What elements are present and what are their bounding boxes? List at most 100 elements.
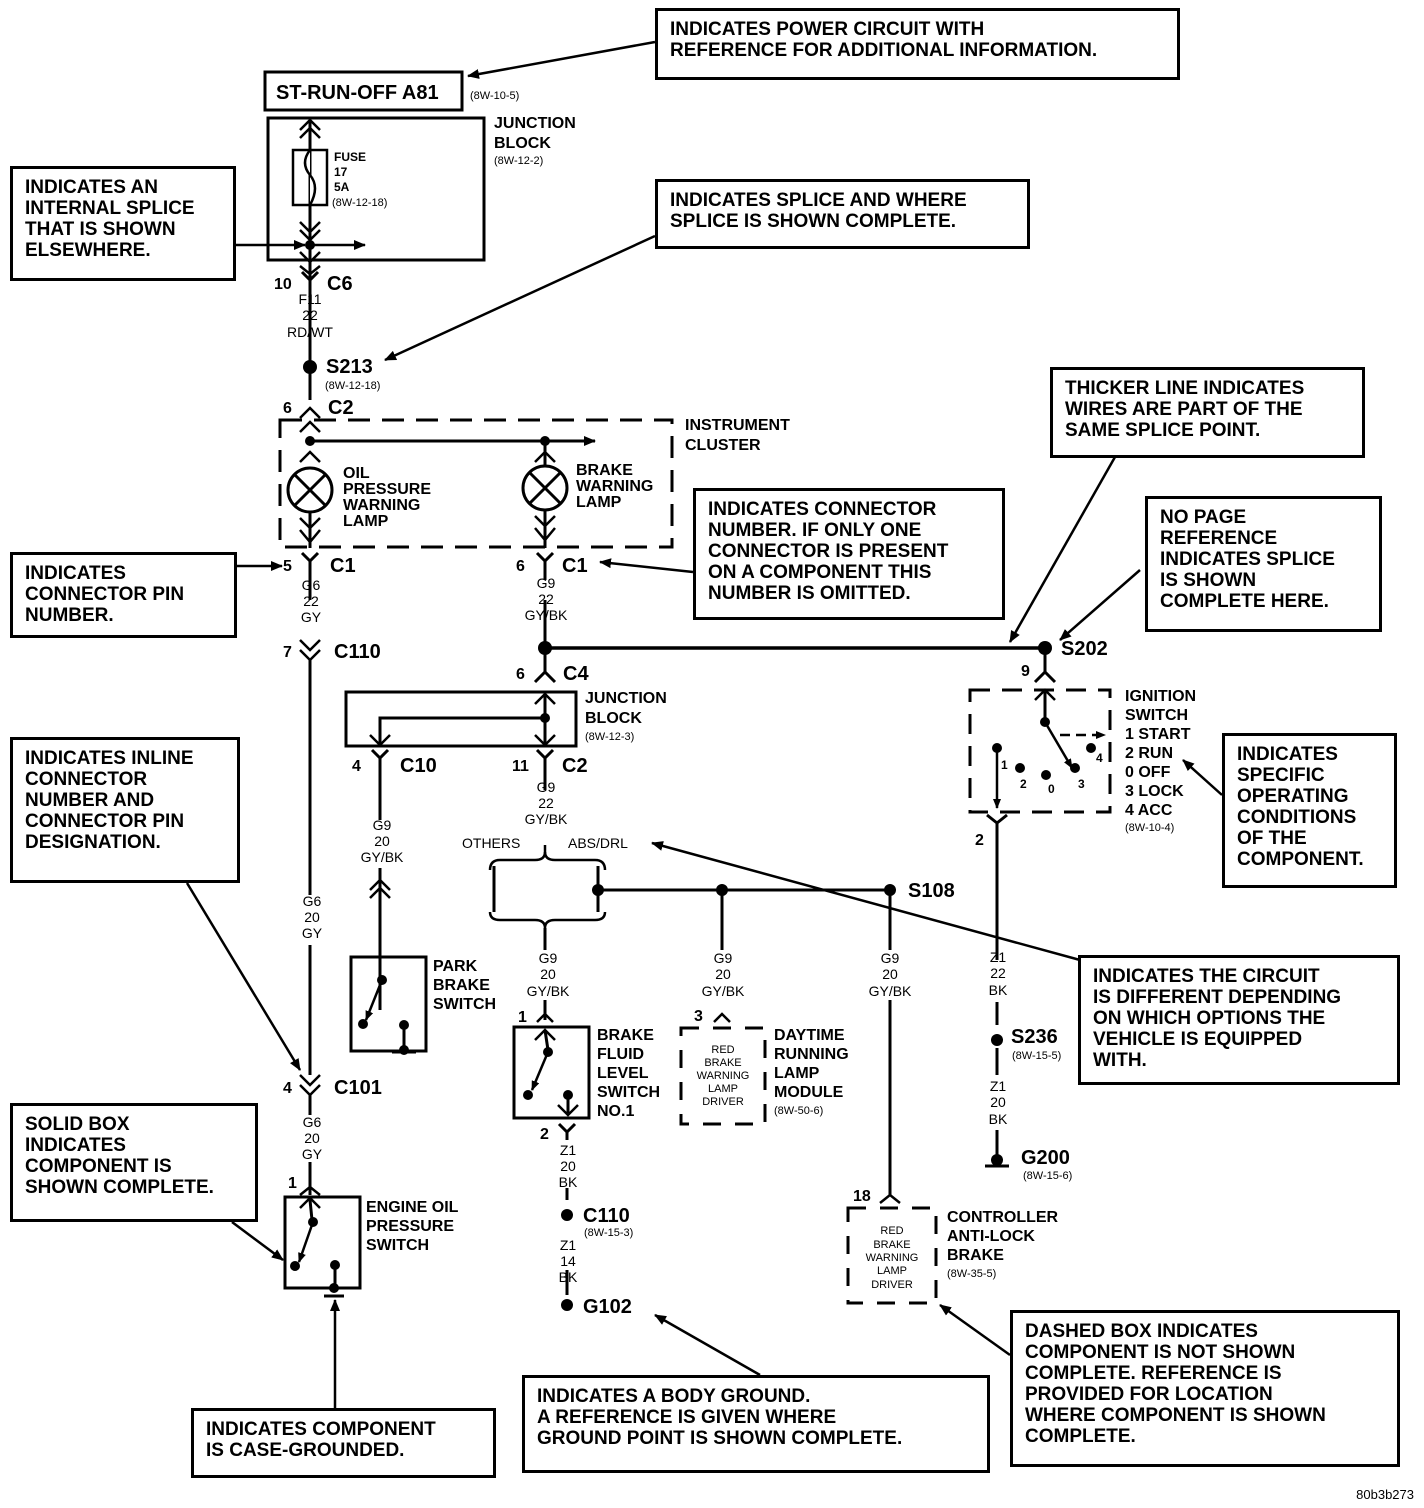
fuse-ref: (8W-12-18) bbox=[332, 197, 387, 209]
abs-l1: CONTROLLER bbox=[947, 1209, 1059, 1226]
drl-ref: (8W-50-6) bbox=[774, 1105, 823, 1117]
ground-g102-label: G102 bbox=[583, 1296, 632, 1318]
splice-s236-dot bbox=[991, 1034, 1003, 1046]
ignition-position-3: 0 OFF bbox=[1125, 764, 1171, 781]
wire-z1-20-left-color: BK bbox=[559, 1174, 578, 1190]
drl-inner-1: RED bbox=[711, 1044, 734, 1056]
conn-c6-name: C6 bbox=[327, 273, 353, 295]
engine-oil-switch-l3: SWITCH bbox=[366, 1237, 429, 1254]
drl-inner-2: BRAKE bbox=[704, 1057, 741, 1069]
junction-block-mid-label1: JUNCTION bbox=[585, 690, 667, 707]
abs-ref: (8W-35-5) bbox=[947, 1268, 996, 1280]
junction-block-top-box bbox=[266, 116, 486, 262]
wire-g9-22b-gauge: 22 bbox=[538, 795, 554, 811]
conn-c2-mid-pin: 11 bbox=[512, 758, 529, 775]
engine-oil-switch-l1: ENGINE OIL bbox=[366, 1199, 459, 1216]
drl-l1: DAYTIME bbox=[774, 1027, 845, 1044]
abs-inner-2: BRAKE bbox=[873, 1239, 910, 1251]
drl-pin: 3 bbox=[694, 1008, 703, 1025]
instrument-cluster-label1: INSTRUMENT bbox=[685, 417, 790, 434]
wire-z1-14-gauge: 14 bbox=[560, 1253, 576, 1269]
oil-lamp-l3: WARNING bbox=[343, 497, 420, 514]
callout-dashed-box: DASHED BOX INDICATES COMPONENT IS NOT SH… bbox=[1010, 1310, 1400, 1467]
wire-g6-20-low-circuit: G6 bbox=[303, 1114, 322, 1130]
park-brake-l3: SWITCH bbox=[433, 996, 496, 1013]
splice-s236-ref: (8W-15-5) bbox=[1012, 1050, 1061, 1062]
brake-lamp-l2: WARNING bbox=[576, 478, 653, 495]
junction-block-top-label1: JUNCTION bbox=[494, 115, 576, 132]
drl-l4: MODULE bbox=[774, 1084, 844, 1101]
ignition-position-4: 3 LOCK bbox=[1125, 783, 1184, 800]
ground-g200-ref: (8W-15-6) bbox=[1023, 1170, 1072, 1182]
wire-z1-20-right-color: BK bbox=[989, 1111, 1008, 1127]
ignition-title1: IGNITION bbox=[1125, 688, 1196, 705]
conn-c10-name: C10 bbox=[400, 755, 437, 777]
conn-c101-pin: 4 bbox=[283, 1080, 292, 1097]
conn-c110-low-ref: (8W-15-3) bbox=[584, 1227, 633, 1239]
brake-fluid-switch-box bbox=[512, 1025, 591, 1120]
park-brake-l1: PARK bbox=[433, 958, 478, 975]
splice-s236-label: S236 bbox=[1011, 1026, 1058, 1048]
wire-f11-color: RD/WT bbox=[287, 324, 333, 340]
drl-l3: LAMP bbox=[774, 1065, 820, 1082]
wire-g9-20-park-color: GY/BK bbox=[361, 849, 404, 865]
brake-fluid-l5: NO.1 bbox=[597, 1103, 634, 1120]
abs-inner-4: LAMP bbox=[877, 1265, 907, 1277]
ignition-dot-0: 0 bbox=[1048, 782, 1055, 796]
wire-g9-20-c-circuit: G9 bbox=[881, 950, 900, 966]
splice-s213-ref: (8W-12-18) bbox=[325, 380, 380, 392]
abs-inner-3: WARNING bbox=[866, 1252, 919, 1264]
wire-g6-22-gauge: 22 bbox=[303, 593, 319, 609]
wire-g9-22a-color: GY/BK bbox=[525, 607, 568, 623]
power-source-box bbox=[263, 70, 464, 112]
wire-g6-22-circuit: G6 bbox=[302, 577, 321, 593]
wire-g6-20-mid-gauge: 20 bbox=[304, 909, 320, 925]
ignition-ref: (8W-10-4) bbox=[1125, 822, 1174, 834]
callout-inline-connector: INDICATES INLINE CONNECTOR NUMBER AND CO… bbox=[10, 737, 240, 883]
callout-splice-complete: INDICATES SPLICE AND WHERE SPLICE IS SHO… bbox=[655, 179, 1030, 249]
conn-c2-top-pin: 6 bbox=[283, 400, 292, 417]
wire-f11-gauge: 22 bbox=[302, 307, 318, 323]
diagram-id: 80b3b273 bbox=[1356, 1487, 1414, 1502]
conn-c4-name: C4 bbox=[563, 663, 589, 685]
callout-circuit-options: INDICATES THE CIRCUIT IS DIFFERENT DEPEN… bbox=[1078, 955, 1400, 1085]
wire-g6-20-low-gauge: 20 bbox=[304, 1130, 320, 1146]
drl-module-box bbox=[679, 1026, 767, 1126]
drl-inner-4: LAMP bbox=[708, 1083, 738, 1095]
wire-z1-14-color: BK bbox=[559, 1269, 578, 1285]
conn-c110-low-label: C110 bbox=[583, 1205, 630, 1227]
brake-fluid-l1: BRAKE bbox=[597, 1027, 654, 1044]
conn-c6-pin: 10 bbox=[274, 276, 292, 293]
wire-z1-22-circuit: Z1 bbox=[990, 949, 1007, 965]
engine-oil-switch-pin: 1 bbox=[288, 1175, 297, 1192]
junction-block-mid-box bbox=[344, 690, 578, 748]
instrument-cluster-box bbox=[278, 418, 674, 549]
wire-g6-20-mid-color: GY bbox=[302, 925, 323, 941]
abs-inner-1: RED bbox=[880, 1225, 903, 1237]
wire-g9-20-park-gauge: 20 bbox=[374, 833, 390, 849]
callout-connector-pin: INDICATES CONNECTOR PIN NUMBER. bbox=[10, 552, 237, 638]
wire-z1-22-color: BK bbox=[989, 982, 1008, 998]
junction-block-top-label2: BLOCK bbox=[494, 135, 551, 152]
instrument-cluster-label2: CLUSTER bbox=[685, 437, 761, 454]
power-source-ref: (8W-10-5) bbox=[470, 90, 519, 102]
brake-lamp-l1: BRAKE bbox=[576, 462, 633, 479]
brake-fluid-pin-out: 2 bbox=[540, 1126, 549, 1143]
splice-s213-dot bbox=[303, 360, 317, 374]
wire-g9-20-b-gauge: 20 bbox=[715, 966, 731, 982]
conn-c1-right-name: C1 bbox=[562, 555, 588, 577]
callout-thicker-line: THICKER LINE INDICATES WIRES ARE PART OF… bbox=[1050, 367, 1365, 458]
engine-oil-switch-l2: PRESSURE bbox=[366, 1218, 454, 1235]
wire-g9-20-b-circuit: G9 bbox=[714, 950, 733, 966]
ignition-title2: SWITCH bbox=[1125, 707, 1188, 724]
brake-fluid-l3: LEVEL bbox=[597, 1065, 649, 1082]
callout-connector-number: INDICATES CONNECTOR NUMBER. IF ONLY ONE … bbox=[693, 488, 1005, 620]
ignition-dot-2: 2 bbox=[1020, 777, 1027, 791]
conn-c2-top-name: C2 bbox=[328, 397, 354, 419]
conn-c1-right-pin: 6 bbox=[516, 558, 525, 575]
junction-block-mid-label2: BLOCK bbox=[585, 710, 642, 727]
wire-g6-20-low-color: GY bbox=[302, 1146, 323, 1162]
conn-c1-left-name: C1 bbox=[330, 555, 356, 577]
wire-g9-20-a-circuit: G9 bbox=[539, 950, 558, 966]
power-source-label: ST-RUN-OFF A81 bbox=[276, 82, 439, 104]
